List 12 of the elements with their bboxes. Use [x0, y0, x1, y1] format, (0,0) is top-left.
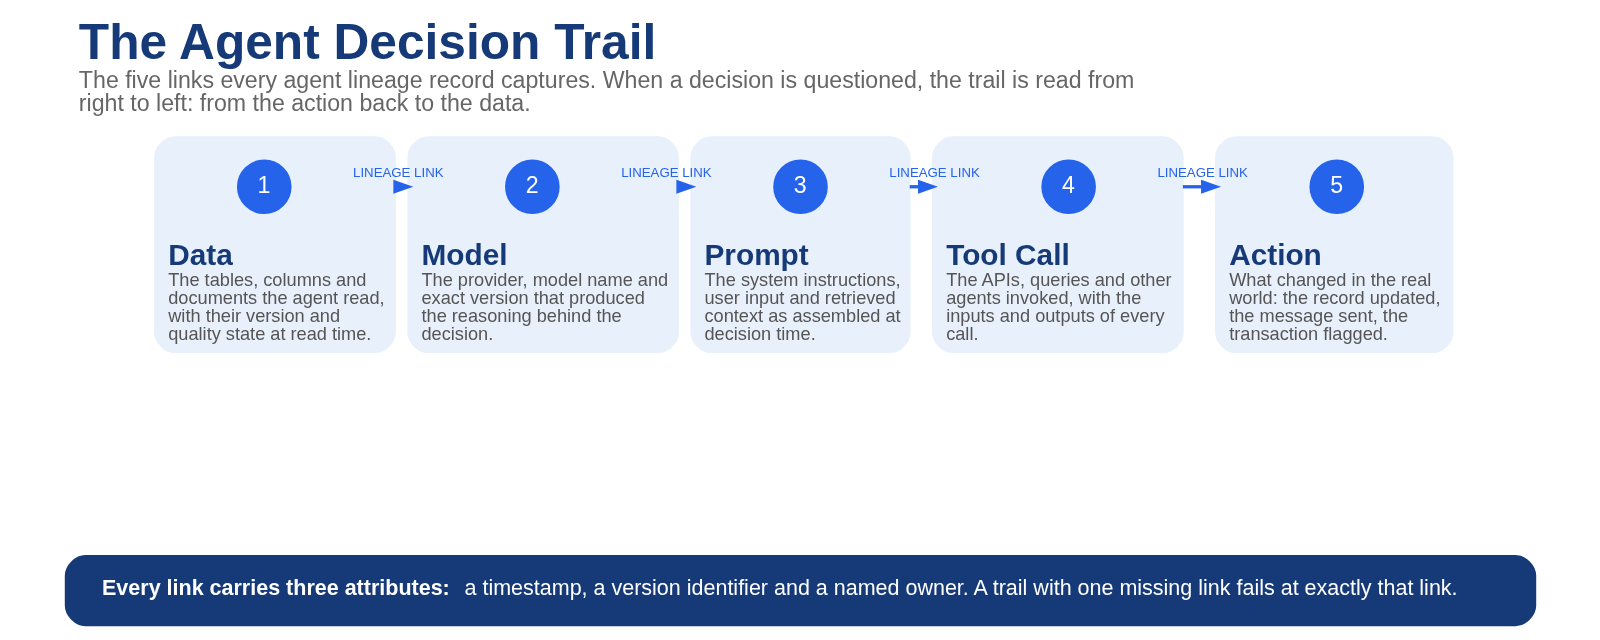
edge-label: LINEAGE LINK [888, 165, 980, 181]
node-circle: 3 [772, 159, 828, 215]
arrow [1182, 179, 1221, 194]
edge-label: LINEAGE LINK [352, 165, 444, 181]
diagram-title: The Agent Decision Trail [78, 14, 656, 71]
node-circle: 5 [1308, 159, 1364, 215]
edge-label: LINEAGE LINK [620, 165, 712, 181]
node-circle: 4 [1040, 159, 1096, 215]
node-circle: 1 [236, 159, 292, 215]
node-box: Every link carries three attributes: a timestamp, a version identifier and a named owner. A trail with one missing link fails at exactly that link. [64, 555, 1536, 627]
edge-label: LINEAGE LINK [1156, 165, 1248, 181]
node-circle: 2 [504, 159, 560, 215]
